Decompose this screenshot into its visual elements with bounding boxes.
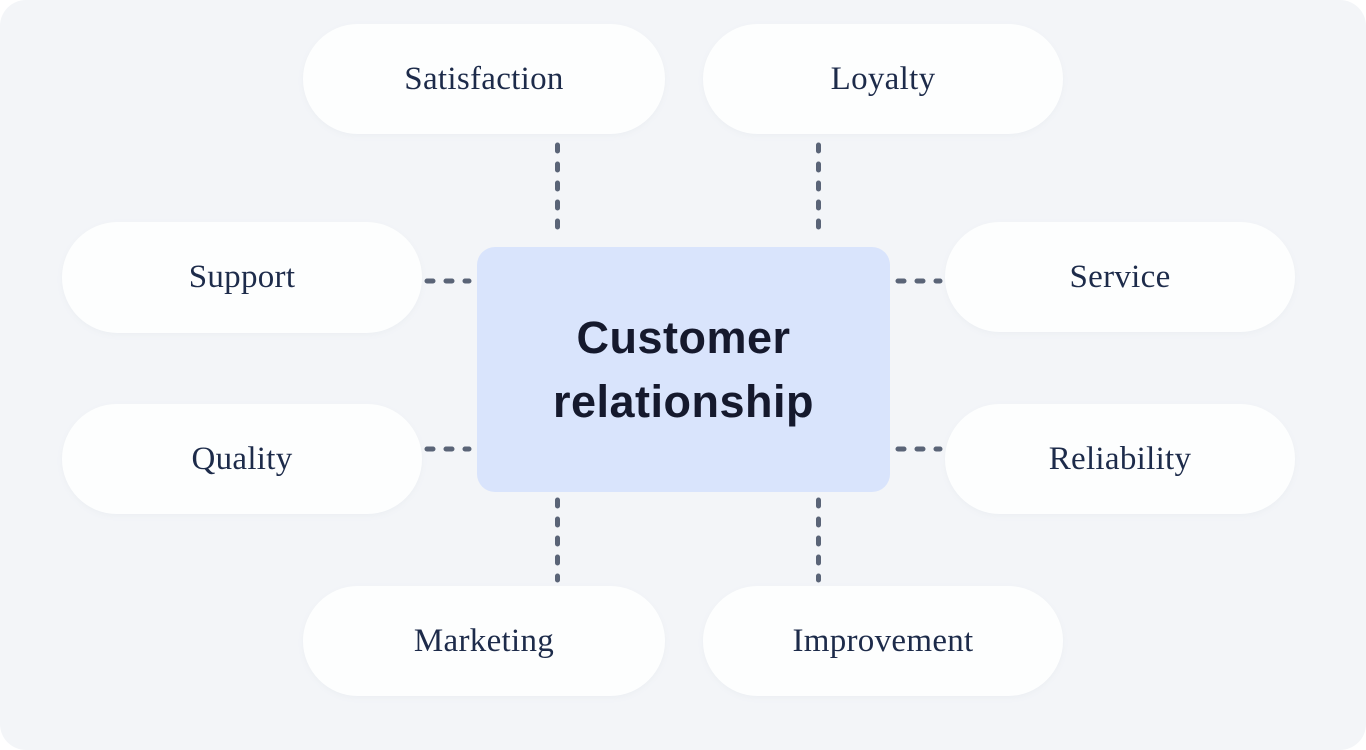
node-pill-quality: Quality — [62, 404, 422, 514]
node-label-satisfaction: Satisfaction — [404, 60, 564, 97]
node-label-improvement: Improvement — [792, 622, 974, 659]
node-pill-service: Service — [945, 222, 1295, 332]
node-label-reliability: Reliability — [1048, 440, 1192, 477]
node-label-support: Support — [188, 259, 296, 295]
node-pill-reliability: Reliability — [945, 404, 1295, 514]
center-node-title: Customer relationship — [552, 311, 815, 427]
node-label-service: Service — [1069, 258, 1171, 295]
node-label-marketing: Marketing — [413, 622, 555, 659]
node-pill-support: Support — [62, 222, 422, 333]
node-label-loyalty: Loyalty — [830, 60, 936, 97]
node-pill-improvement: Improvement — [703, 586, 1063, 696]
node-pill-loyalty: Loyalty — [703, 24, 1063, 134]
node-pill-marketing: Marketing — [303, 586, 665, 696]
center-node-customer-relationship: Customer relationship — [477, 247, 890, 492]
node-label-quality: Quality — [191, 440, 293, 477]
node-pill-satisfaction: Satisfaction — [303, 24, 665, 134]
